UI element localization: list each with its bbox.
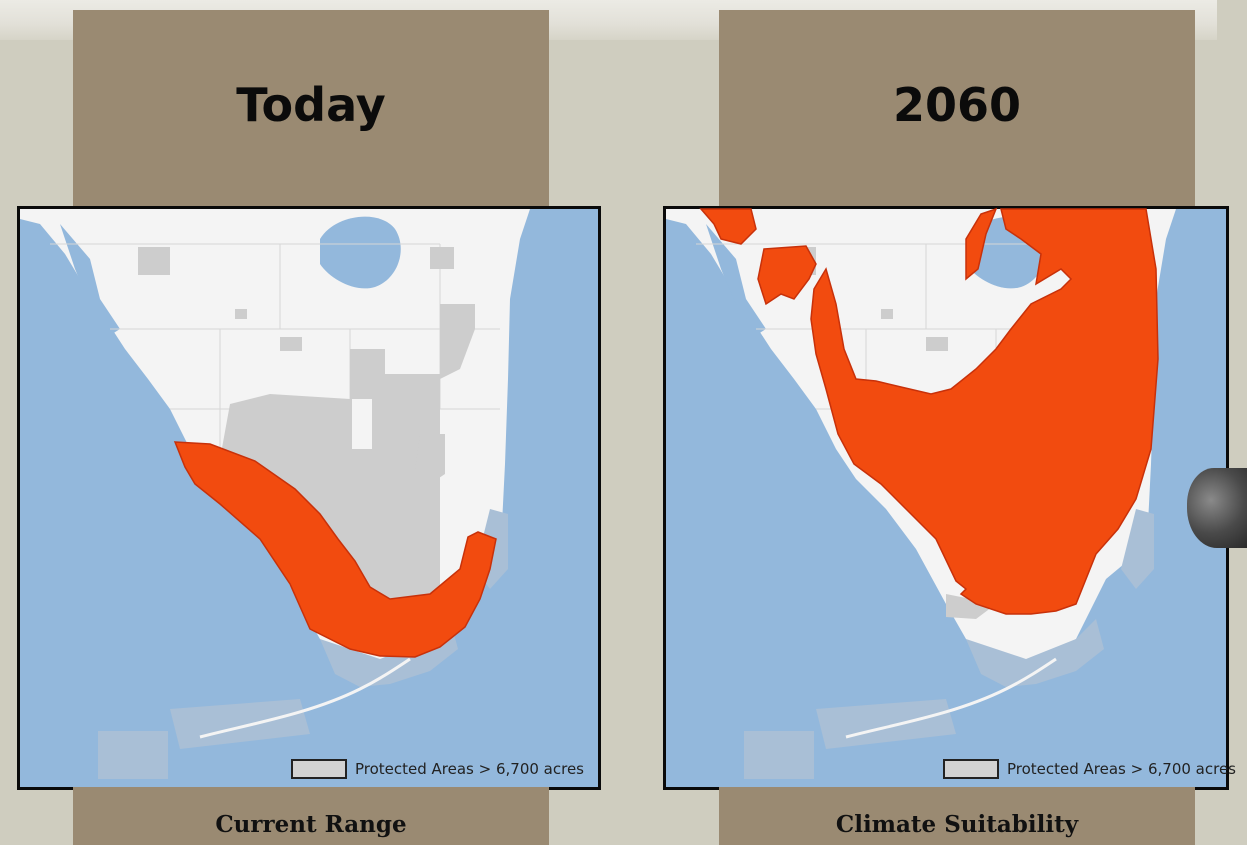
lake-okeechobee [320, 216, 401, 289]
florida-keys [199, 657, 411, 739]
2060-caption: Climate Suitability [835, 811, 1079, 838]
protected-area-swatch [290, 759, 347, 779]
climate-suitability-range-west [757, 245, 817, 306]
2060-footer-panel: Climate Suitability [719, 787, 1195, 845]
current-range [173, 441, 497, 658]
today-caption: Current Range [215, 811, 407, 838]
climate-suitability-range-north [699, 208, 757, 245]
florida-keys [845, 657, 1057, 739]
2060-legend-label: Protected Areas > 6,700 acres [1006, 760, 1236, 778]
today-map-svg [20, 209, 598, 787]
2060-map: Protected Areas > 6,700 acres [663, 206, 1236, 790]
today-footer-panel: Current Range [73, 787, 549, 845]
rock-decoration [1187, 468, 1247, 548]
climate-suitability-range [810, 208, 1159, 615]
2060-title: 2060 [892, 78, 1022, 132]
climate-suitability-range-lake [965, 207, 998, 281]
coastal-inlets [60, 224, 120, 334]
2060-header-panel: 2060 [719, 10, 1195, 210]
2060-map-svg [666, 207, 1226, 787]
today-legend: Protected Areas > 6,700 acres [290, 759, 584, 779]
today-title: Today [236, 78, 386, 132]
today-map: Protected Areas > 6,700 acres [17, 206, 601, 790]
protected-area-swatch [942, 759, 999, 779]
today-header-panel: Today [73, 10, 549, 210]
coastal-inlets [706, 224, 766, 334]
today-legend-label: Protected Areas > 6,700 acres [354, 760, 584, 778]
2060-legend: Protected Areas > 6,700 acres [942, 759, 1236, 779]
